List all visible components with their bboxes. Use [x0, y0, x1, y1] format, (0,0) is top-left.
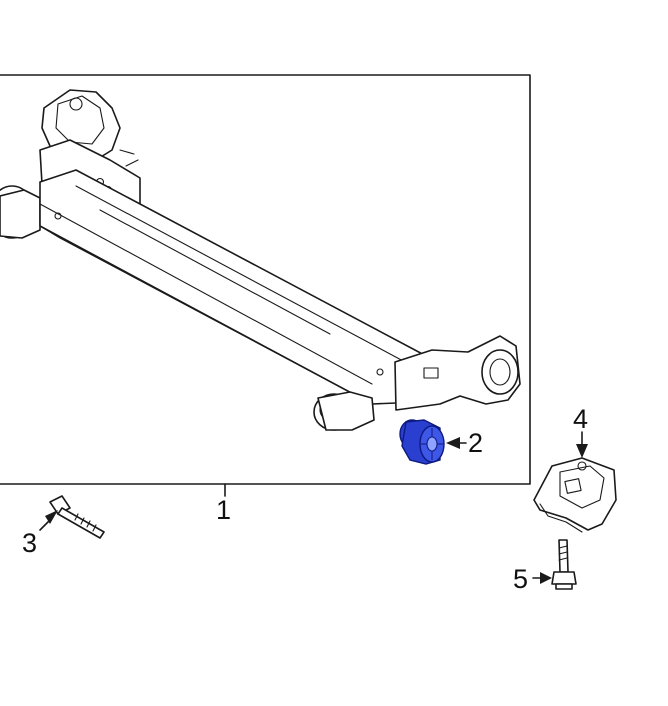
- axle-beam-drawing: [0, 89, 521, 431]
- leader-lines: [39, 431, 588, 584]
- callout-4: 4: [573, 404, 588, 434]
- callout-3: 3: [22, 528, 37, 558]
- callout-2: 2: [468, 428, 483, 458]
- callout-5: 5: [513, 564, 528, 594]
- bushing-part-2[interactable]: [399, 419, 445, 465]
- assembly-frame: [0, 74, 531, 485]
- bolt-part-3[interactable]: [49, 495, 105, 539]
- bolt-part-5[interactable]: [551, 539, 577, 590]
- callout-1: 1: [216, 495, 231, 525]
- bracket-part-4[interactable]: [533, 457, 617, 533]
